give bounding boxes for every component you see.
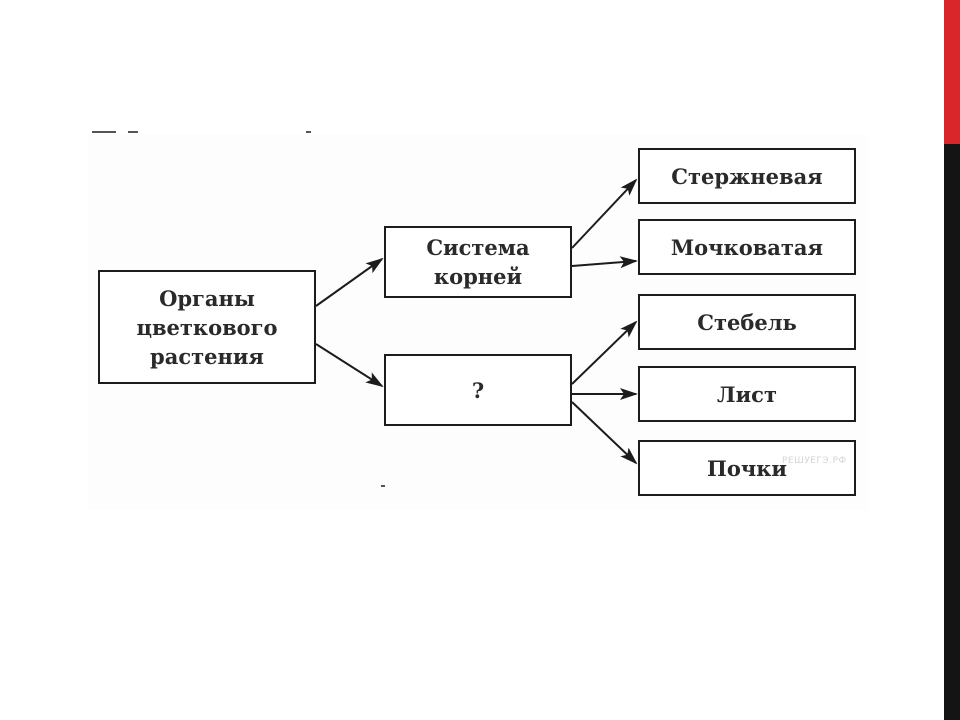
node-text-line: корней	[433, 264, 523, 289]
node-text-line: Стержневая	[671, 163, 823, 189]
node-text-line: цветкового	[136, 314, 278, 340]
node-text-line: Почки	[707, 455, 787, 481]
node-stem: Стебель	[638, 294, 856, 350]
slide-edge-accent-black	[944, 144, 960, 720]
scan-artifact-mark	[306, 131, 311, 133]
watermark: РЕШУЕГЭ.РФ	[782, 456, 847, 466]
node-text-line: Органы	[159, 285, 255, 311]
arrow-unknown-to-buds	[571, 401, 638, 465]
node-flowering-plant-organs: Органы цветкового растения	[98, 270, 316, 384]
node-text-line: растения	[150, 343, 264, 369]
arrow-root-system-to-taproot	[571, 178, 638, 249]
node-unknown: ?	[384, 354, 572, 426]
node-text-line: Мочковатая	[670, 234, 824, 260]
node-fibrous: Мочковатая	[638, 219, 856, 275]
arrow-organs-to-root-system	[315, 257, 384, 307]
arrow-root-system-to-fibrous	[571, 256, 638, 269]
node-text-line: ?	[471, 377, 485, 403]
scan-artifact-mark	[128, 131, 138, 133]
node-buds: Почки	[638, 440, 856, 496]
arrow-organs-to-unknown	[315, 343, 384, 388]
node-text-line: Система	[426, 235, 530, 260]
node-taproot: Стержневая	[638, 148, 856, 204]
slide-edge-accent-red	[944, 0, 960, 144]
arrow-unknown-to-stem	[571, 320, 638, 385]
node-root-system: Система корней	[384, 226, 572, 298]
node-leaf: Лист	[638, 366, 856, 422]
scan-artifact-mark	[92, 131, 116, 133]
node-text-line: Стебель	[697, 309, 797, 335]
scan-artifact-mark	[381, 485, 385, 487]
node-text-line: Лист	[717, 381, 777, 407]
